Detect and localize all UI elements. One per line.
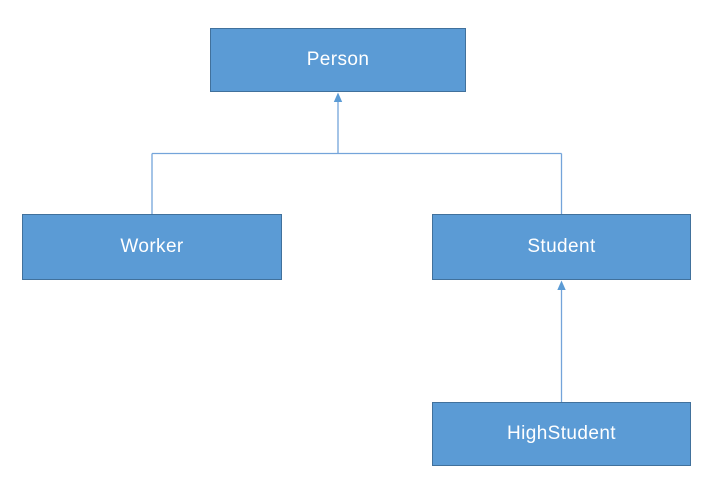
node-student-label: Student	[527, 236, 596, 257]
node-person-label: Person	[306, 49, 370, 70]
edge-children-to-person	[151, 92, 563, 214]
arrowhead-to-student-icon	[557, 280, 566, 290]
node-highstudent-label: HighStudent	[507, 423, 616, 444]
node-highstudent: HighStudent	[432, 402, 691, 466]
arrowhead-to-person-icon	[333, 92, 343, 102]
node-worker-label: Worker	[120, 236, 184, 257]
node-student: Student	[432, 214, 691, 280]
node-person: Person	[210, 28, 466, 92]
node-worker: Worker	[22, 214, 282, 280]
edge-highstudent-to-student	[557, 280, 566, 402]
